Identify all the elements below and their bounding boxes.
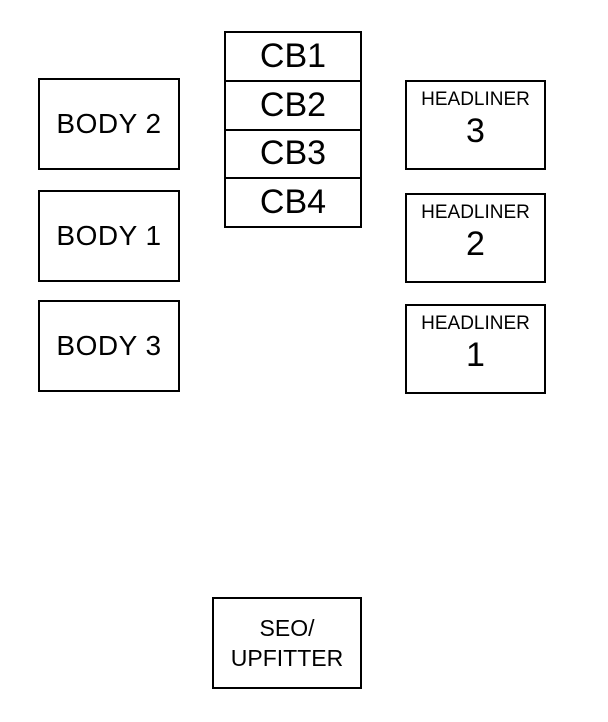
headliner2-number: 2 — [466, 225, 485, 263]
headliner3-label: HEADLINER — [421, 89, 530, 110]
headliner3-box: HEADLINER 3 — [405, 80, 546, 170]
body3-box: BODY 3 — [38, 300, 180, 392]
seo-label: SEO/ — [259, 615, 315, 641]
circuit-breaker-stack: CB1 CB2 CB3 CB4 — [224, 31, 362, 228]
headliner1-label: HEADLINER — [421, 313, 530, 334]
headliner2-box: HEADLINER 2 — [405, 193, 546, 283]
headliner1-number: 1 — [466, 336, 485, 374]
headliner3-number: 3 — [466, 112, 485, 150]
body2-box: BODY 2 — [38, 78, 180, 170]
cb2-cell: CB2 — [226, 82, 360, 131]
upfitter-label: UPFITTER — [230, 645, 344, 671]
body1-box: BODY 1 — [38, 190, 180, 282]
cb4-cell: CB4 — [259, 183, 327, 222]
cb3-cell: CB3 — [226, 131, 360, 180]
seo-upfitter-box: SEO/ UPFITTER — [212, 597, 362, 689]
headliner1-box: HEADLINER 1 — [405, 304, 546, 394]
headliner2-label: HEADLINER — [421, 202, 530, 223]
cb1-cell: CB1 — [226, 33, 360, 82]
